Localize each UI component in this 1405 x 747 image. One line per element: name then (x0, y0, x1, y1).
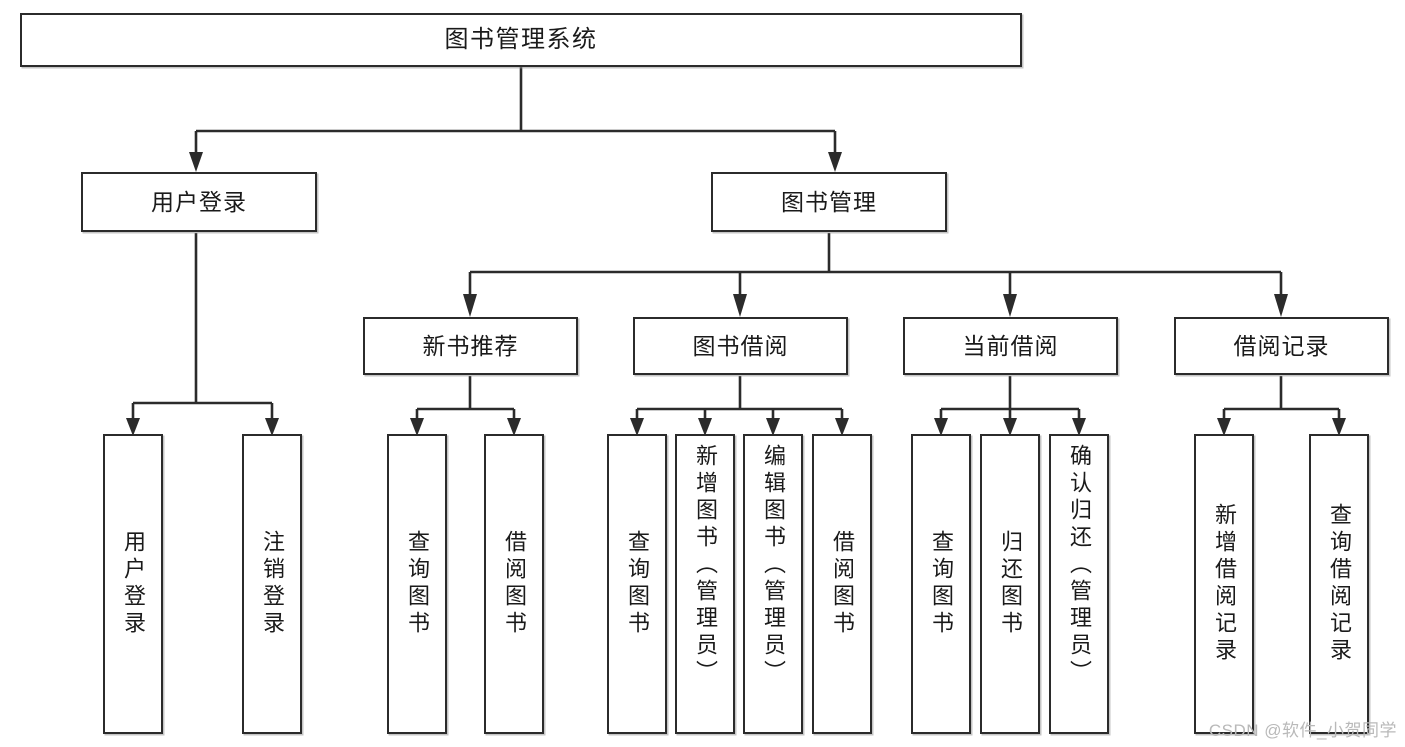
node-label: 注销登录 (260, 530, 285, 638)
node-label: 用户登录 (151, 188, 247, 215)
leaf-borrow-book-new[interactable]: 借阅图书 (484, 434, 544, 734)
node-label: 借阅图书 (502, 530, 527, 638)
leaf-query-borrow-record[interactable]: 查询借阅记录 (1309, 434, 1369, 734)
node-current-borrow[interactable]: 当前借阅 (903, 317, 1118, 375)
node-label: 图书借阅 (692, 332, 789, 359)
leaf-add-borrow-record[interactable]: 新增借阅记录 (1194, 434, 1254, 734)
node-label: 用户登录 (121, 530, 146, 638)
node-label: 新增图书（管理员） (693, 444, 718, 687)
node-label: 查询图书 (929, 530, 954, 638)
leaf-confirm-return-admin[interactable]: 确认归还（管理员） (1049, 434, 1109, 734)
leaf-user-login[interactable]: 用户登录 (103, 434, 163, 734)
node-label: 编辑图书（管理员） (761, 444, 786, 687)
node-label: 查询借阅记录 (1327, 503, 1352, 665)
node-label: 图书管理系统 (444, 26, 598, 54)
node-book-borrow[interactable]: 图书借阅 (633, 317, 848, 375)
leaf-edit-book-admin[interactable]: 编辑图书（管理员） (743, 434, 803, 734)
leaf-user-logout[interactable]: 注销登录 (242, 434, 302, 734)
node-label: 新增借阅记录 (1212, 503, 1237, 665)
node-borrow-record[interactable]: 借阅记录 (1174, 317, 1389, 375)
node-label: 借阅图书 (830, 530, 855, 638)
leaf-borrow-book[interactable]: 借阅图书 (812, 434, 872, 734)
node-new-book-recommend[interactable]: 新书推荐 (363, 317, 578, 375)
node-label: 当前借阅 (962, 332, 1059, 359)
node-user-login[interactable]: 用户登录 (81, 172, 317, 232)
leaf-add-book-admin[interactable]: 新增图书（管理员） (675, 434, 735, 734)
node-label: 确认归还（管理员） (1067, 444, 1092, 687)
node-root-system[interactable]: 图书管理系统 (20, 13, 1022, 67)
node-label: 归还图书 (998, 530, 1023, 638)
node-label: 借阅记录 (1233, 332, 1330, 359)
node-label: 新书推荐 (422, 332, 519, 359)
leaf-query-book-borrow[interactable]: 查询图书 (607, 434, 667, 734)
leaf-query-book-new[interactable]: 查询图书 (387, 434, 447, 734)
leaf-query-book-current[interactable]: 查询图书 (911, 434, 971, 734)
node-book-management[interactable]: 图书管理 (711, 172, 947, 232)
csdn-watermark: CSDN @软件_小贺同学 (1208, 721, 1397, 740)
node-label: 查询图书 (625, 530, 650, 638)
node-label: 查询图书 (405, 530, 430, 638)
leaf-return-book[interactable]: 归还图书 (980, 434, 1040, 734)
node-label: 图书管理 (781, 188, 877, 215)
